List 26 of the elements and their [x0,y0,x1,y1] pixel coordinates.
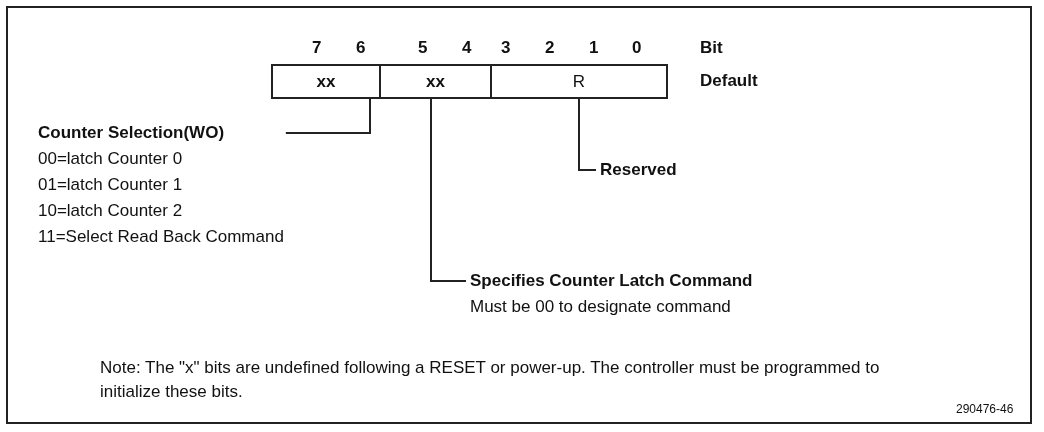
field-description: 10=latch Counter 2 [38,200,184,222]
bit-number: 3 [501,38,511,58]
field-description: 00=latch Counter 0 [38,148,184,170]
register-field: xx [271,64,381,99]
figure-number: 290476-46 [956,402,1014,416]
bit-number: 2 [545,38,555,58]
leader-line [578,98,597,171]
bit-number: 5 [418,38,428,58]
bit-number: 1 [589,38,599,58]
leader-line [284,98,371,134]
field-description: 01=latch Counter 1 [38,174,184,196]
field-name: Specifies Counter Latch Command [470,270,753,292]
bit-number: 6 [356,38,366,58]
field-name: Reserved [600,159,677,181]
bit-number: 0 [632,38,642,58]
row-label: Default [700,71,758,91]
field-name: Counter Selection(WO) [38,122,226,144]
bit-number: 7 [312,38,322,58]
bit-number: 4 [462,38,472,58]
register-field: R [490,64,668,99]
register-field: xx [379,64,492,99]
field-description: 11=Select Read Back Command [38,226,284,248]
row-label: Bit [700,38,723,58]
field-description: Must be 00 to designate command [470,296,732,318]
note-text: Note: The "x" bits are undefined following a RESET or power-up. The controller must be programmed to initialize these bits. [100,357,881,403]
leader-line [430,98,467,282]
